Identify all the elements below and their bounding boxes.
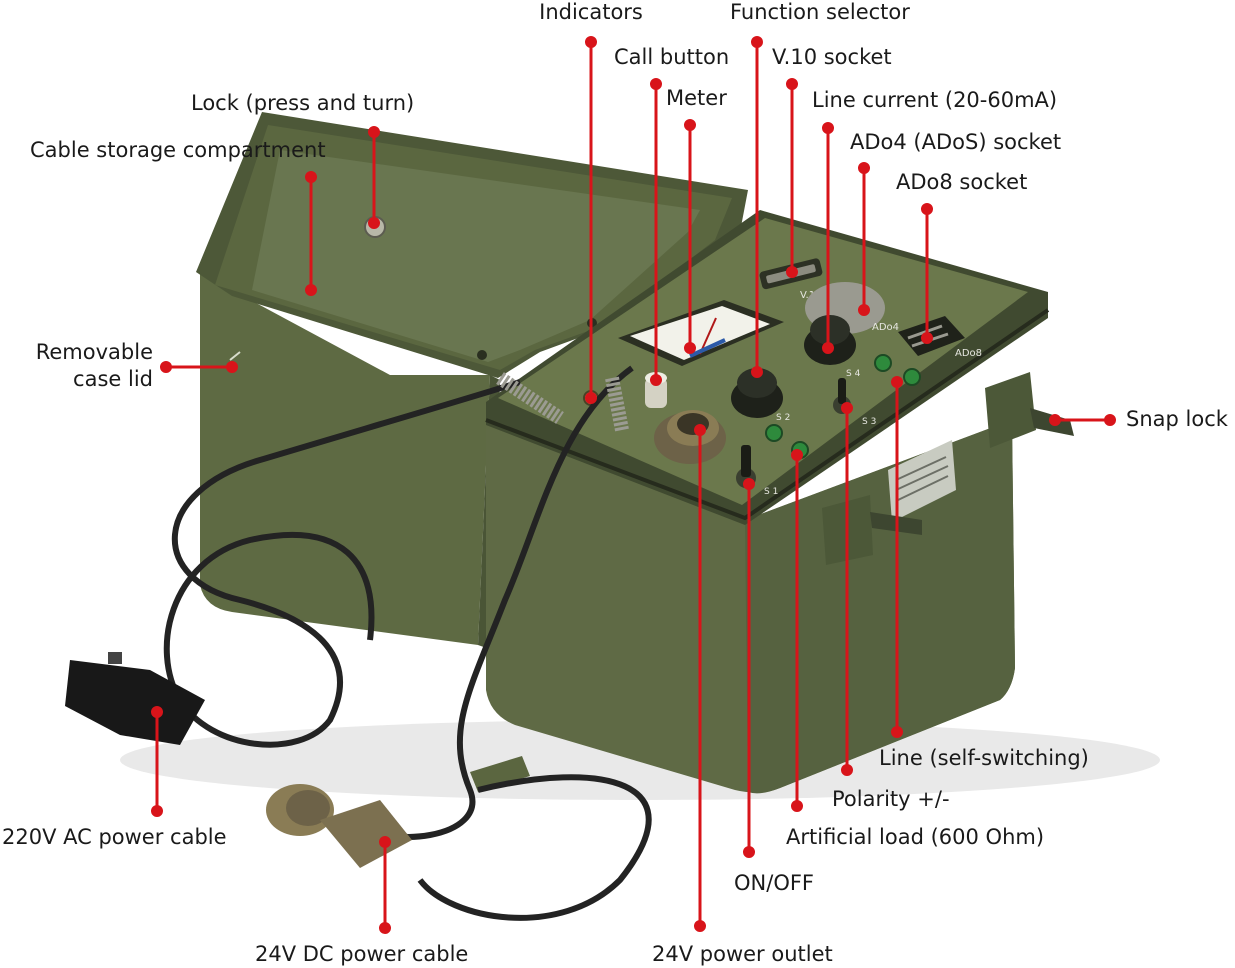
meter-needle bbox=[699, 317, 717, 355]
snap-lock[interactable] bbox=[985, 372, 1074, 448]
dc-connector[interactable] bbox=[266, 784, 412, 868]
ado4-socket[interactable]: ADo4 bbox=[872, 322, 899, 333]
ac-plug-pin bbox=[108, 652, 122, 664]
cable-storage-compartment-cover[interactable] bbox=[252, 150, 700, 362]
lid-scratch bbox=[229, 351, 241, 361]
snap-lock-plate bbox=[985, 372, 1036, 448]
control-panel-surface bbox=[498, 218, 1028, 505]
leader-indicators bbox=[585, 36, 597, 404]
leader-power-outlet bbox=[694, 424, 706, 932]
label-v10-socket: V.10 socket bbox=[772, 45, 892, 69]
dc-connector-elbow bbox=[320, 800, 412, 868]
leader-artificial-load bbox=[791, 449, 803, 812]
label-removable-lid-line1: Removable bbox=[35, 340, 153, 364]
artificial-load-terminal-1-icon[interactable] bbox=[765, 424, 783, 442]
leader-polarity bbox=[841, 402, 853, 776]
strain-relief-left bbox=[496, 372, 564, 424]
label-line-self-switching: Line (self-switching) bbox=[879, 746, 1089, 770]
leader-lock bbox=[368, 126, 380, 229]
cable-strain-relief bbox=[496, 372, 629, 432]
label-lock: Lock (press and turn) bbox=[191, 91, 415, 115]
leader-removable-lid bbox=[160, 361, 238, 373]
label-ado8-socket: ADo8 socket bbox=[896, 170, 1028, 194]
label-removable-lid-line2: case lid bbox=[73, 367, 153, 391]
on-off-switch-lever bbox=[741, 445, 751, 477]
case-rim-seal bbox=[485, 308, 1050, 521]
current-knob-top bbox=[810, 315, 850, 345]
s4-marking: S 4 bbox=[846, 369, 861, 379]
label-ado4-socket: ADo4 (ADoS) socket bbox=[850, 130, 1062, 154]
label-ac-cable: 220V AC power cable bbox=[2, 825, 227, 849]
label-dc-cable: 24V DC power cable bbox=[255, 942, 469, 966]
identification-plate bbox=[888, 440, 956, 522]
leader-snap-lock bbox=[1049, 414, 1116, 426]
polarity-switch-lever bbox=[838, 378, 846, 404]
case-front-face-shade bbox=[745, 420, 1015, 794]
plate-lines bbox=[895, 456, 949, 501]
leader-v10-socket bbox=[786, 78, 798, 278]
callout-leaders bbox=[151, 36, 1116, 934]
s3-marking: S 3 bbox=[862, 417, 876, 427]
ado4-marking: ADo4 bbox=[872, 322, 899, 333]
label-snap-lock: Snap lock bbox=[1126, 407, 1228, 431]
dc-cable-loop bbox=[417, 774, 652, 921]
leader-meter bbox=[684, 119, 696, 354]
ac-plug[interactable] bbox=[65, 660, 205, 745]
leader-call-button bbox=[650, 78, 662, 386]
label-power-outlet: 24V power outlet bbox=[652, 942, 833, 966]
label-function-selector: Function selector bbox=[730, 0, 910, 24]
function-selector-knob[interactable] bbox=[731, 368, 783, 418]
label-on-off: ON/OFF bbox=[734, 871, 815, 895]
leader-ado4-socket bbox=[858, 162, 870, 316]
leader-on-off bbox=[743, 478, 755, 858]
leader-line-self-switching bbox=[891, 376, 903, 738]
label-meter: Meter bbox=[666, 86, 727, 110]
meter-face bbox=[630, 306, 770, 360]
lid-screw-icon bbox=[477, 350, 487, 360]
label-line-current: Line current (20-60mA) bbox=[812, 88, 1058, 112]
label-polarity: Polarity +/- bbox=[832, 787, 950, 811]
label-cable-storage: Cable storage compartment bbox=[30, 138, 326, 162]
function-knob-top bbox=[737, 368, 777, 398]
ado8-marking: ADo8 bbox=[955, 348, 982, 359]
strain-relief-right bbox=[605, 376, 629, 432]
leader-cable-storage bbox=[305, 171, 317, 296]
dc-connector-ring bbox=[286, 790, 330, 826]
power-cable-ac bbox=[65, 379, 521, 748]
power-outlet-24v[interactable] bbox=[654, 410, 726, 464]
leader-ado8-socket bbox=[921, 203, 933, 344]
ac-cable-coil bbox=[163, 379, 521, 748]
label-indicators: Indicators bbox=[539, 0, 643, 24]
line-terminal-1-icon[interactable] bbox=[874, 354, 892, 372]
label-artificial-load: Artificial load (600 Ohm) bbox=[786, 825, 1045, 849]
line-terminal-2-icon[interactable] bbox=[903, 368, 921, 386]
power-cable-dc bbox=[266, 365, 652, 921]
removable-case-lid[interactable] bbox=[196, 112, 748, 650]
leader-dc-cable bbox=[379, 836, 391, 934]
leader-line-current bbox=[822, 122, 834, 354]
s1-marking: S 1 bbox=[764, 487, 778, 497]
lid-front-face bbox=[200, 270, 490, 645]
line-current-meter[interactable] bbox=[618, 300, 784, 366]
leader-function-selector bbox=[751, 36, 763, 378]
call-button-body bbox=[645, 378, 667, 408]
leader-ac-cable bbox=[151, 706, 163, 817]
s2-marking: S 2 bbox=[776, 413, 790, 423]
dc-cable-sleeve bbox=[470, 756, 530, 792]
dc-cable-path bbox=[357, 365, 634, 840]
meter-scale-blue bbox=[689, 338, 726, 358]
label-call-button: Call button bbox=[614, 45, 730, 69]
